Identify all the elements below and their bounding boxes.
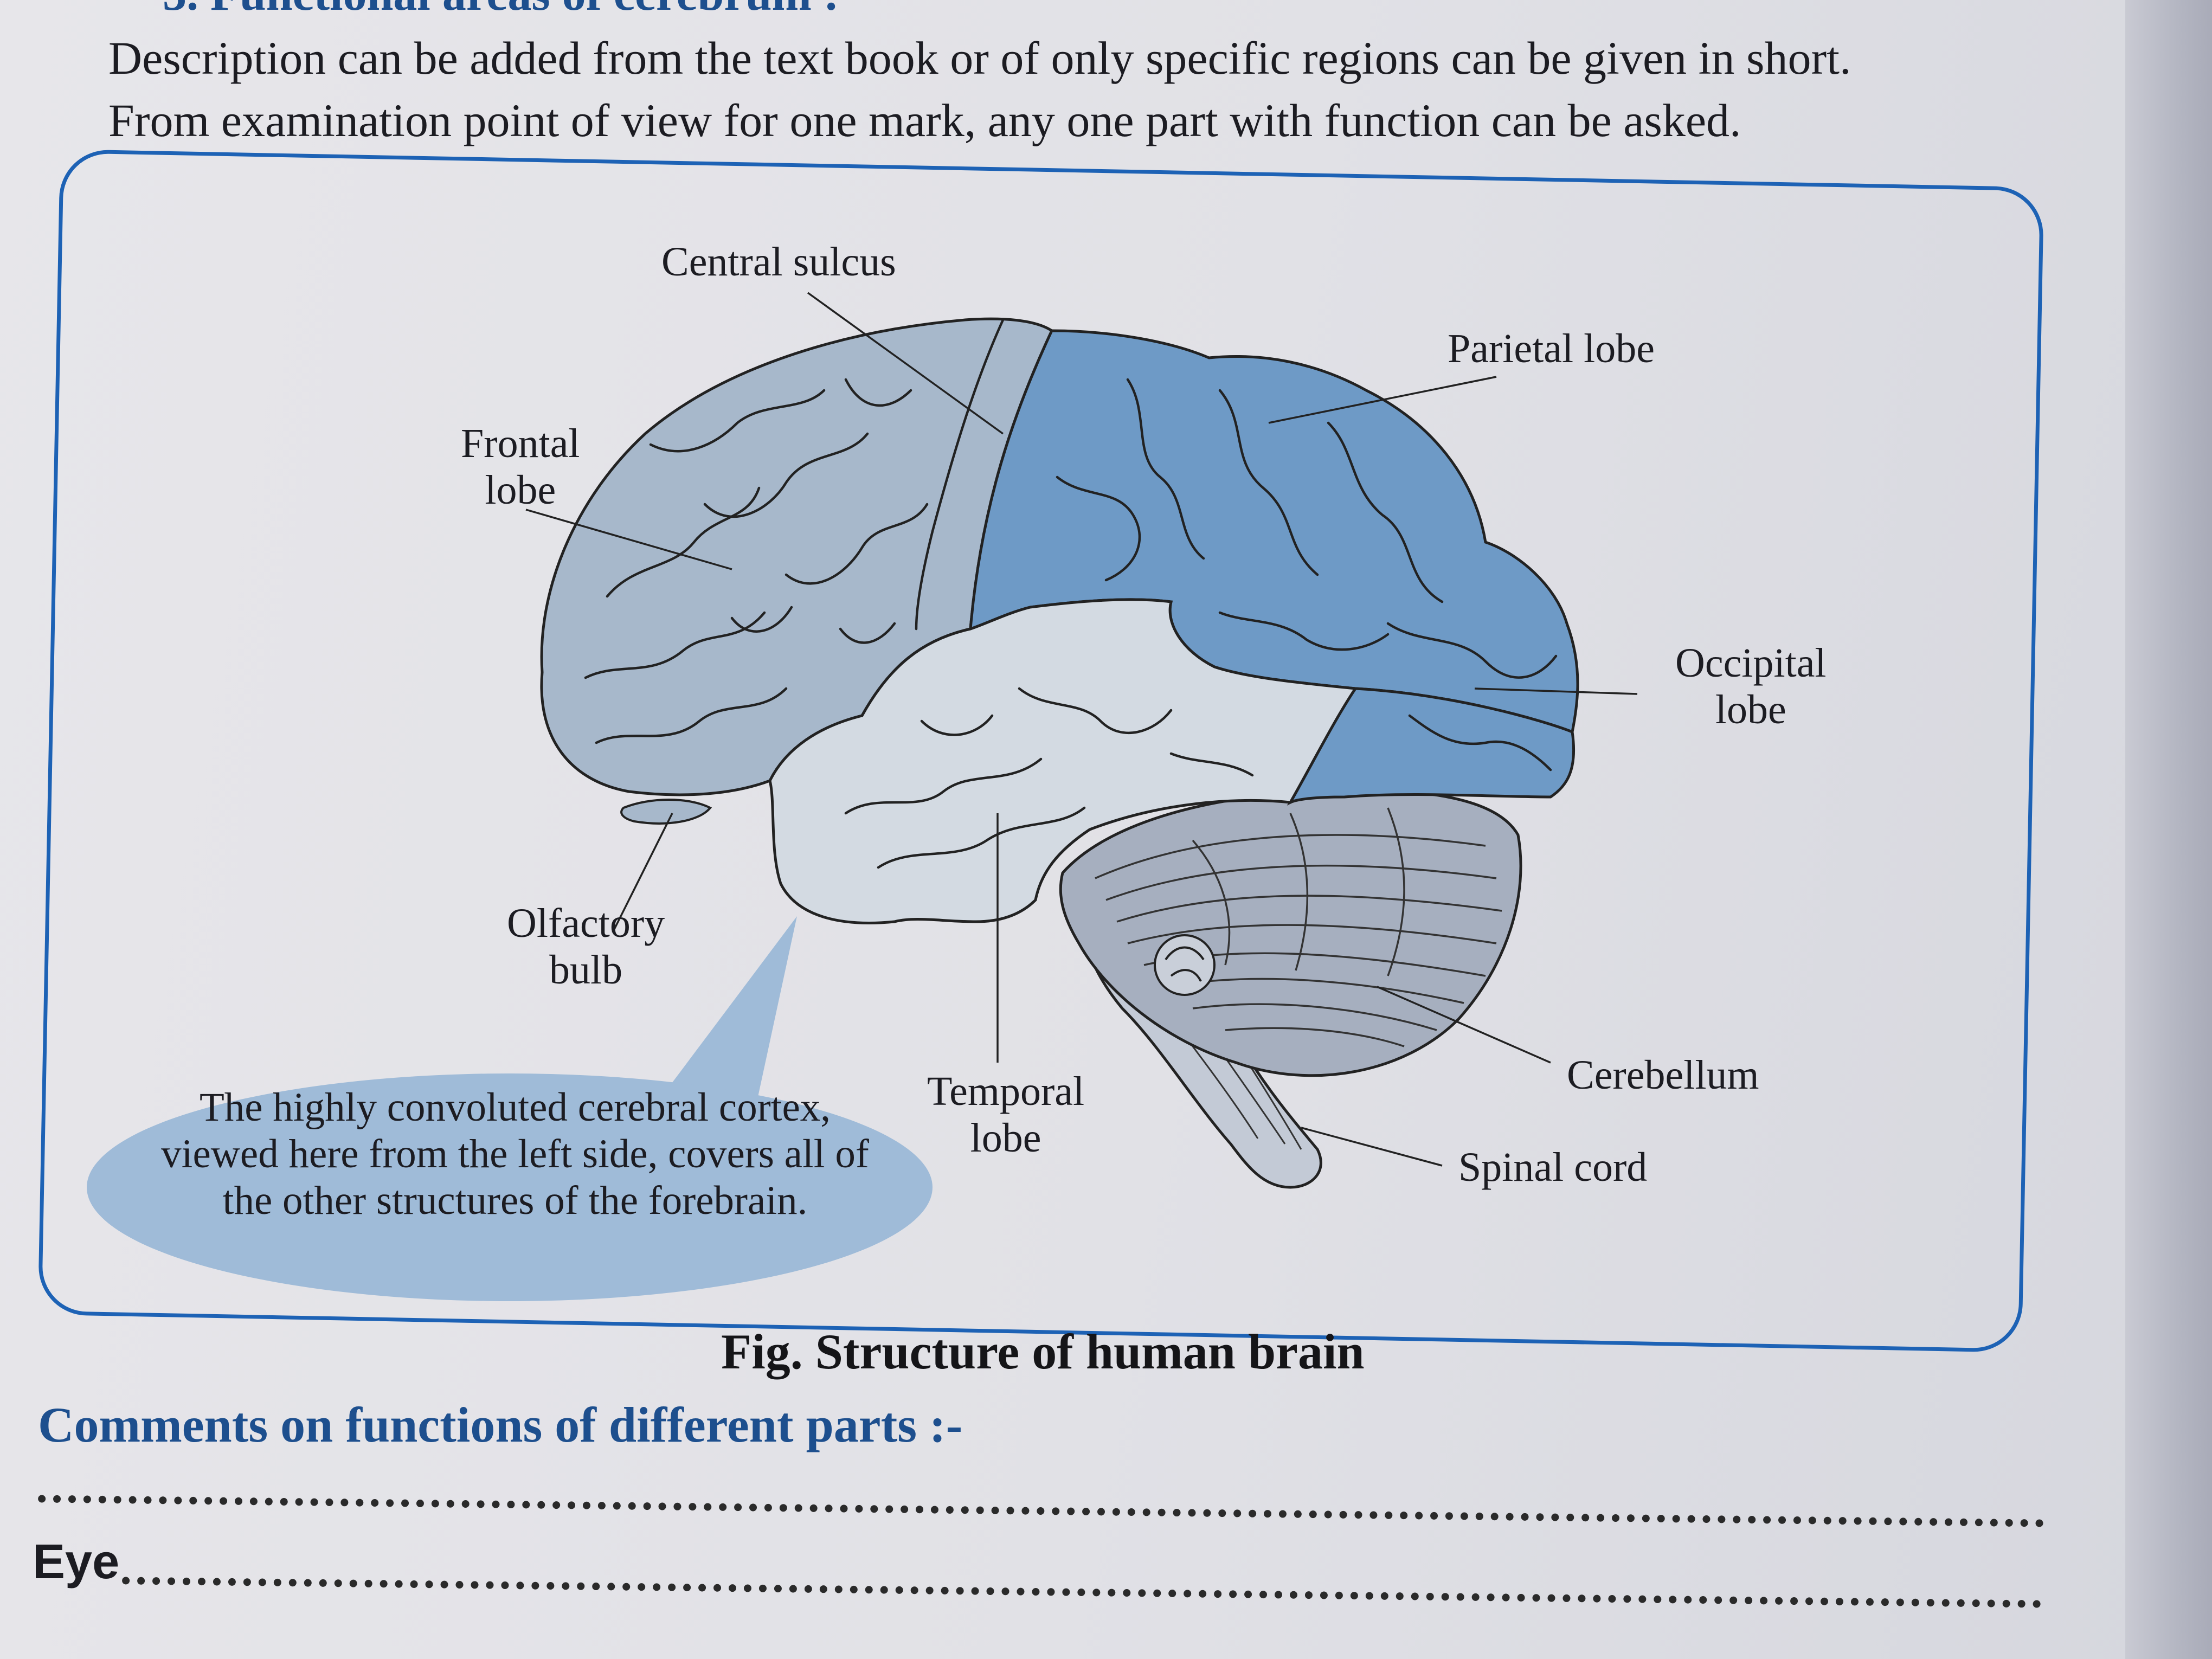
olfactory-bulb-shape: [620, 799, 712, 825]
frontal-lobe-label-line-2: lobe: [485, 467, 556, 513]
temporal-lobe-shape: [768, 598, 1358, 924]
parietal-lobe-label: Parietal lobe: [1448, 326, 1655, 371]
temporal-lobe-label-line-2: lobe: [970, 1115, 1041, 1161]
intro-text: Description can be added from the text b…: [108, 27, 2033, 152]
comments-heading: Comments on functions of different parts…: [38, 1397, 963, 1452]
spinal-cord-label: Spinal cord: [1458, 1144, 1648, 1190]
callout-line-3: the other structures of the forebrain.: [222, 1178, 808, 1223]
occipital-lobe-label-line-2: lobe: [1715, 687, 1786, 732]
occipital-lobe-label-line-1: Occipital: [1675, 640, 1827, 686]
olfactory-bulb-label: Olfactory bulb: [507, 900, 665, 993]
olfactory-bulb-label-line-1: Olfactory: [507, 901, 665, 946]
temporal-lobe-label-line-1: Temporal: [927, 1069, 1085, 1114]
cerebellum-shape: [1059, 789, 1522, 1077]
olfactory-bulb-label-line-2: bulb: [549, 947, 623, 993]
central-sulcus-label: Central sulcus: [661, 239, 896, 285]
frontal-lobe-label: Frontal lobe: [461, 420, 580, 513]
callout-line-1: The highly convoluted cerebral cortex,: [199, 1085, 831, 1130]
eye-label: Eye: [33, 1535, 120, 1589]
brain-gyri: [584, 318, 1558, 869]
frontal-lobe-label-line-1: Frontal: [461, 421, 580, 466]
callout-line-2: viewed here from the left side, covers a…: [161, 1131, 869, 1176]
callout-text: The highly convoluted cerebral cortex, v…: [108, 1084, 922, 1224]
section-heading: 3. Functional areas of cerebrum :: [163, 0, 867, 11]
figure-caption: Fig. Structure of human brain: [721, 1324, 1365, 1379]
callout-bubble: [87, 916, 933, 1301]
temporal-lobe-label: Temporal lobe: [927, 1068, 1084, 1161]
intro-line-1: Description can be added from the text b…: [108, 32, 1851, 84]
intro-line-2: From examination point of view for one m…: [108, 94, 1741, 146]
book-spine: [2125, 0, 2212, 1659]
leader-lines: [525, 292, 1638, 1167]
occipital-lobe-label: Occipital lobe: [1675, 640, 1827, 733]
cerebellum-arbor: [1154, 934, 1216, 996]
cerebellum-label: Cerebellum: [1567, 1052, 1759, 1098]
